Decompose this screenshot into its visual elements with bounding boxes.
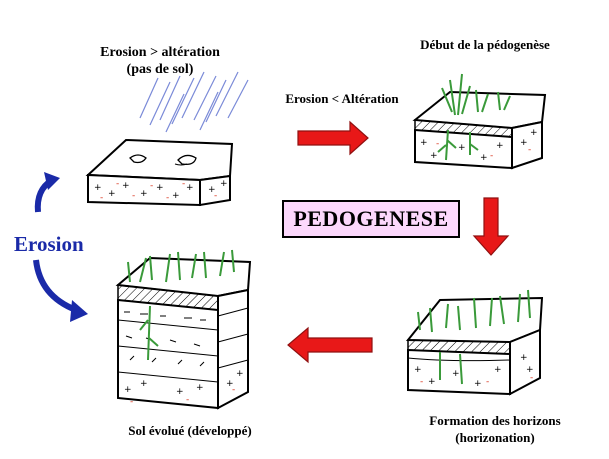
- svg-text:+: +: [430, 151, 438, 161]
- svg-text:+: +: [496, 141, 504, 151]
- svg-text:+: +: [176, 387, 184, 397]
- svg-text:-: -: [182, 179, 185, 189]
- svg-text:-: -: [486, 377, 489, 387]
- svg-text:+: +: [480, 153, 488, 163]
- svg-text:+: +: [124, 385, 132, 395]
- svg-text:+: +: [220, 179, 228, 189]
- svg-text:-: -: [530, 373, 533, 383]
- rain-icon: [140, 72, 248, 132]
- arrow-down: [474, 198, 508, 255]
- svg-text:-: -: [214, 191, 217, 201]
- stage4-block: +++ +++ ---: [118, 250, 250, 408]
- svg-text:+: +: [156, 183, 164, 193]
- svg-text:+: +: [458, 143, 466, 153]
- arrow-right: [298, 122, 368, 154]
- svg-text:+: +: [172, 191, 180, 201]
- svg-text:+: +: [530, 128, 538, 138]
- svg-text:+: +: [452, 369, 460, 379]
- stage3-block: +++ ++++ ---: [408, 290, 542, 394]
- svg-text:+: +: [420, 138, 428, 148]
- svg-text:+: +: [494, 365, 502, 375]
- svg-text:+: +: [236, 369, 244, 379]
- svg-text:+: +: [520, 138, 528, 148]
- svg-text:+: +: [428, 377, 436, 387]
- svg-text:-: -: [130, 397, 133, 407]
- svg-text:-: -: [132, 191, 135, 201]
- svg-text:-: -: [490, 151, 493, 161]
- svg-text:+: +: [414, 365, 422, 375]
- svg-text:-: -: [420, 377, 423, 387]
- svg-text:-: -: [186, 395, 189, 405]
- svg-text:+: +: [140, 189, 148, 199]
- svg-text:-: -: [166, 193, 169, 203]
- svg-text:-: -: [116, 179, 119, 189]
- svg-text:+: +: [186, 183, 194, 193]
- svg-text:+: +: [140, 379, 148, 389]
- svg-text:+: +: [474, 379, 482, 389]
- svg-text:-: -: [232, 385, 235, 395]
- stage2-block: +++ ++++ ---: [415, 74, 545, 168]
- stage1-block: +++ +++ +++ --- --- -: [88, 72, 248, 205]
- arrow-left: [288, 328, 372, 362]
- svg-text:+: +: [196, 383, 204, 393]
- svg-text:-: -: [150, 181, 153, 191]
- svg-text:+: +: [108, 189, 116, 199]
- svg-text:-: -: [528, 145, 531, 155]
- svg-text:+: +: [122, 181, 130, 191]
- svg-text:+: +: [94, 183, 102, 193]
- svg-text:-: -: [436, 139, 439, 149]
- svg-text:+: +: [520, 353, 528, 363]
- erosion-cycle-arrow: [36, 172, 88, 322]
- svg-text:-: -: [100, 193, 103, 203]
